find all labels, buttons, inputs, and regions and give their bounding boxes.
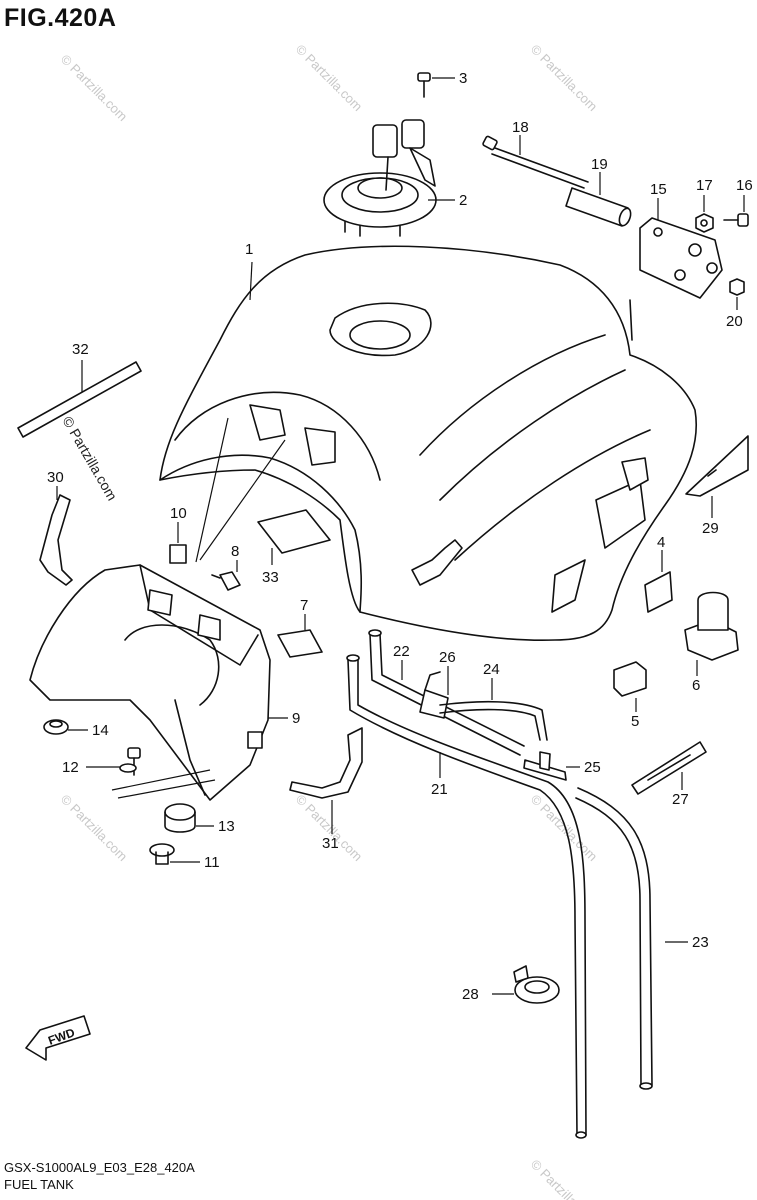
part-10-clip xyxy=(169,522,187,564)
callout-32: 32 xyxy=(72,341,89,358)
callout-31: 31 xyxy=(322,835,339,852)
callout-labels: 1 2 3 4 5 6 7 8 9 10 11 12 13 14 15 16 1… xyxy=(47,70,753,1003)
part-13-grommet xyxy=(164,803,214,833)
part-18-bolt xyxy=(482,135,589,189)
callout-5: 5 xyxy=(631,713,639,730)
part-19-spacer xyxy=(565,172,632,227)
section-title: FUEL TANK xyxy=(4,1177,74,1192)
part-30-bracket xyxy=(39,486,73,586)
callout-2: 2 xyxy=(459,192,467,209)
part-24-hose xyxy=(439,678,548,741)
part-2-fuel-cap xyxy=(323,119,455,237)
part-1-fuel-tank xyxy=(159,245,698,642)
part-7-label xyxy=(277,614,323,658)
fwd-arrow-icon: FWD xyxy=(25,1015,91,1061)
part-23-hose xyxy=(575,787,688,1090)
part-28-clamp xyxy=(492,965,560,1004)
callout-6: 6 xyxy=(692,677,700,694)
callout-8: 8 xyxy=(231,543,239,560)
callout-29: 29 xyxy=(702,520,719,537)
callout-7: 7 xyxy=(300,597,308,614)
watermark: © Partzilla.com xyxy=(58,52,131,125)
watermark: © Partzilla.com xyxy=(58,792,131,865)
callout-25: 25 xyxy=(584,759,601,776)
callout-27: 27 xyxy=(672,791,689,808)
part-9-holder xyxy=(29,564,288,801)
callout-18: 18 xyxy=(512,119,529,136)
part-31-bracket xyxy=(289,727,363,834)
callout-33: 33 xyxy=(262,569,279,586)
part-5-block xyxy=(613,661,647,712)
part-12-bolt xyxy=(86,747,216,799)
callout-12: 12 xyxy=(62,759,79,776)
callout-26: 26 xyxy=(439,649,456,666)
part-33-label xyxy=(257,509,331,565)
callout-17: 17 xyxy=(696,177,713,194)
part-21-hose xyxy=(346,654,587,1139)
callout-16: 16 xyxy=(736,177,753,194)
part-4-pad xyxy=(644,550,673,613)
callout-15: 15 xyxy=(650,181,667,198)
part-32-strip xyxy=(17,360,142,438)
part-17-nut xyxy=(695,195,714,233)
part-6-cover xyxy=(684,591,739,676)
callout-11: 11 xyxy=(204,854,220,871)
part-25-joint xyxy=(523,751,580,781)
callout-14: 14 xyxy=(92,722,109,739)
callout-24: 24 xyxy=(483,661,500,678)
callout-19: 19 xyxy=(591,156,608,173)
part-20-nut xyxy=(729,278,745,310)
callout-10: 10 xyxy=(170,505,187,522)
watermark: © Partzilla.com xyxy=(528,1157,601,1200)
callout-20: 20 xyxy=(726,313,743,330)
model-code: GSX-S1000AL9_E03_E28_420A xyxy=(4,1160,195,1175)
watermark: © Partzilla.com xyxy=(293,792,366,865)
part-8-bolt xyxy=(211,560,241,591)
part-14-grommet xyxy=(43,719,88,735)
part-15-bracket xyxy=(629,198,723,341)
callout-9: 9 xyxy=(292,710,300,727)
callout-1: 1 xyxy=(245,241,253,258)
part-27-strap xyxy=(631,741,707,795)
callout-23: 23 xyxy=(692,934,709,951)
part-22-hose xyxy=(368,629,525,756)
callout-4: 4 xyxy=(657,534,665,551)
watermark: © Partzilla.com xyxy=(293,42,366,115)
part-11-collar xyxy=(149,843,200,865)
callout-21: 21 xyxy=(431,781,448,798)
watermark-dark: © Partzilla.com xyxy=(59,414,120,504)
part-16-bolt xyxy=(723,195,749,227)
callout-13: 13 xyxy=(218,818,235,835)
callout-3: 3 xyxy=(459,70,467,87)
figure-title: FIG.420A xyxy=(4,4,117,32)
callout-28: 28 xyxy=(462,986,479,1003)
callout-30: 30 xyxy=(47,469,64,486)
part-3-screw xyxy=(417,72,455,98)
part-29-label xyxy=(685,435,749,518)
part-26-clamp xyxy=(419,666,449,719)
watermark: © Partzilla.com xyxy=(528,792,601,865)
callout-22: 22 xyxy=(393,643,410,660)
watermark: © Partzilla.com xyxy=(528,42,601,115)
